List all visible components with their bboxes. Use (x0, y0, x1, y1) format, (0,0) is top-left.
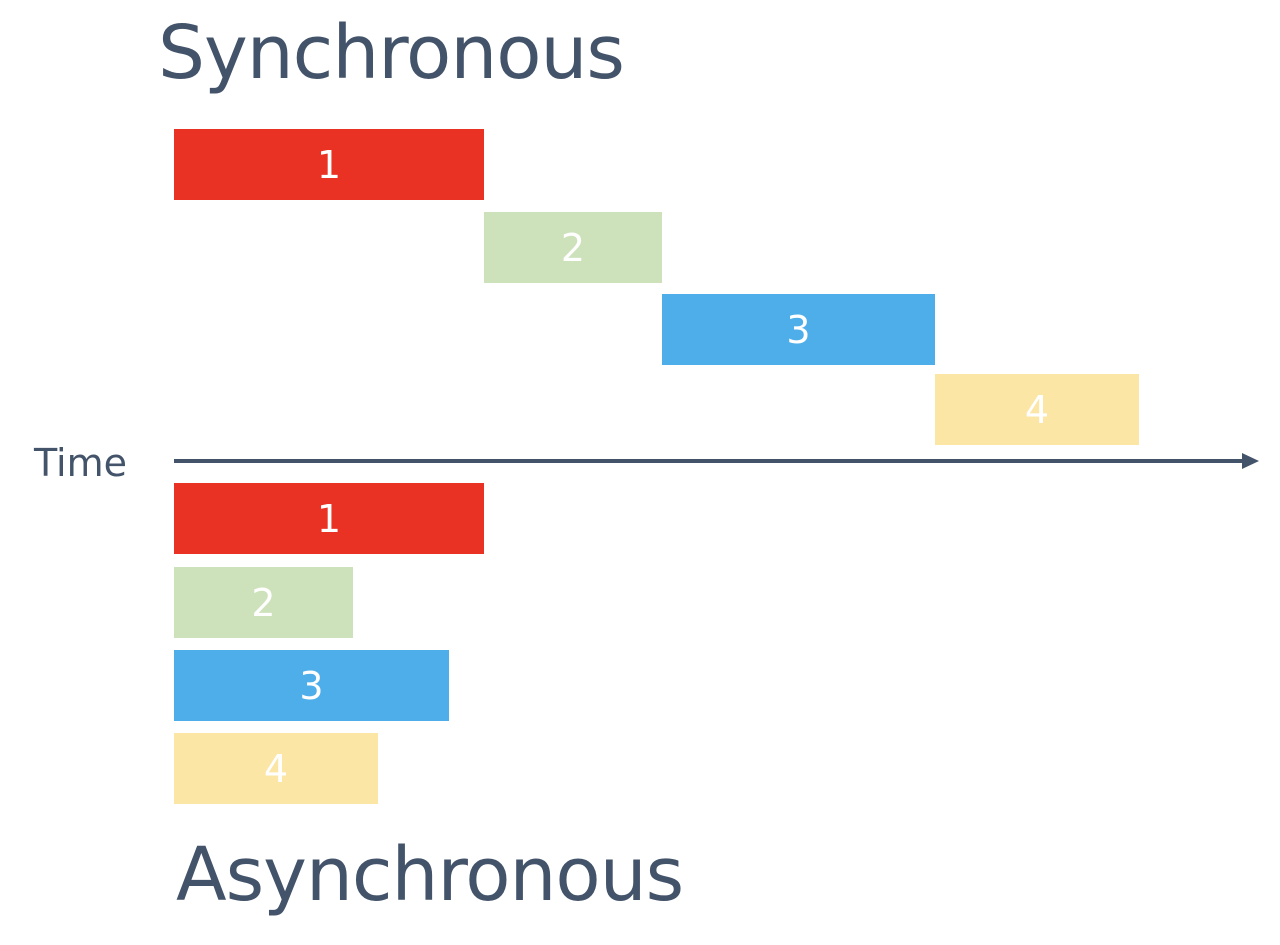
sync-task-2-label: 2 (560, 225, 586, 270)
time-axis-arrow (174, 453, 1259, 469)
sync-task-3-label: 3 (786, 307, 811, 352)
time-axis-arrowhead (1242, 453, 1259, 469)
sync-task-1-bar: 1 (174, 129, 484, 200)
sync-task-3-bar: 3 (662, 294, 935, 365)
async-task-2-bar: 2 (174, 567, 353, 638)
synchronous-title: Synchronous (158, 10, 625, 96)
async-task-3-label: 3 (299, 663, 324, 708)
sync-task-4-label: 4 (1024, 387, 1050, 432)
sync-task-4-bar: 4 (935, 374, 1139, 445)
time-axis-label: Time (34, 441, 127, 485)
async-task-1-bar: 1 (174, 483, 484, 554)
sync-task-2-bar: 2 (484, 212, 662, 283)
async-task-2-label: 2 (251, 580, 276, 625)
async-task-3-bar: 3 (174, 650, 449, 721)
async-task-4-bar: 4 (174, 733, 378, 804)
async-task-1-label: 1 (316, 496, 342, 541)
asynchronous-title: Asynchronous (176, 832, 684, 918)
sync-task-1-label: 1 (316, 142, 342, 187)
async-task-4-label: 4 (263, 746, 289, 791)
